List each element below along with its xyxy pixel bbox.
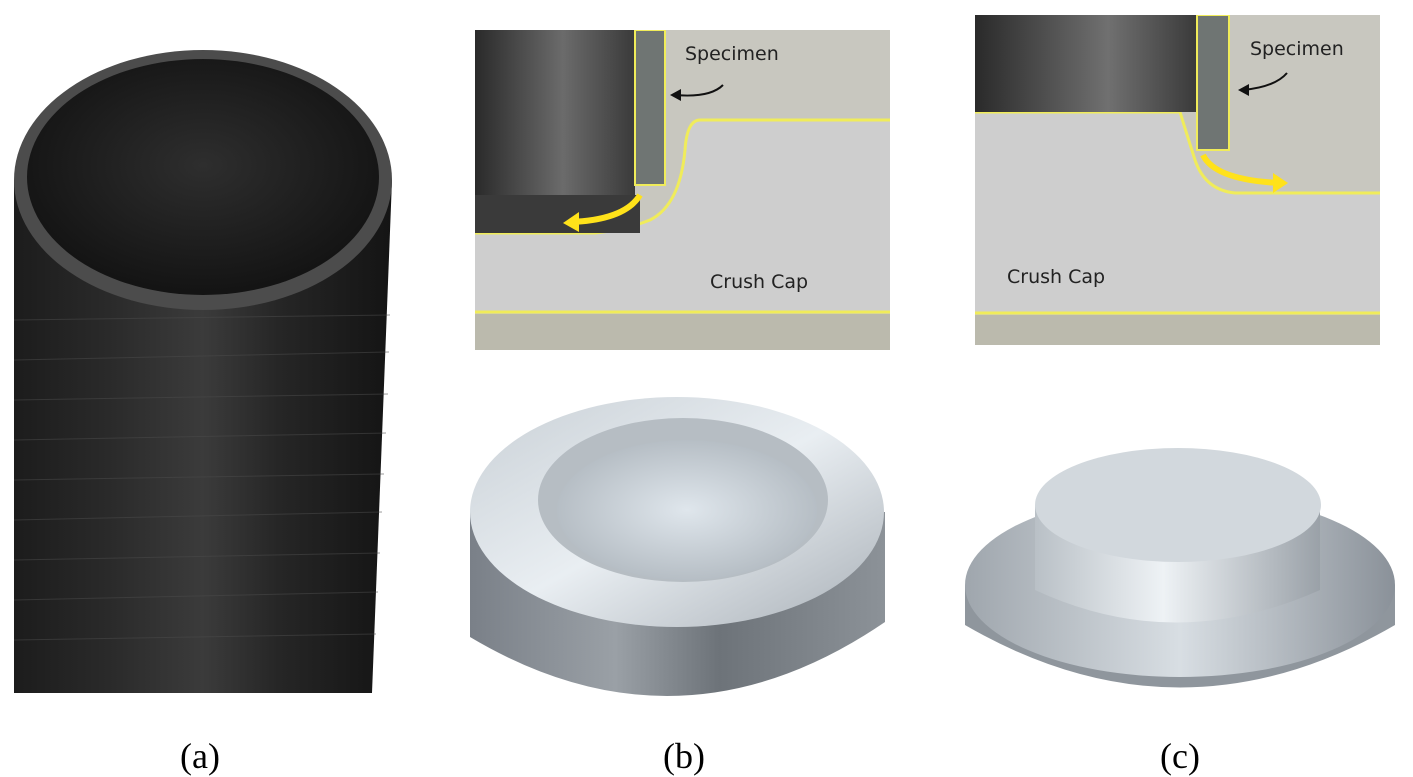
panel-a-tube-photo xyxy=(0,0,420,700)
caption-a: (a) xyxy=(180,736,220,776)
boss-cap-illustration xyxy=(965,448,1395,688)
panel-b-section-diagram: Specimen Crush Cap xyxy=(475,29,890,350)
caption-c: (c) xyxy=(1160,736,1200,776)
tube-illustration xyxy=(13,50,392,693)
panel-c-cap-photo xyxy=(960,440,1400,730)
label-b-specimen: Specimen xyxy=(685,43,779,65)
recessed-cap-illustration xyxy=(470,397,885,696)
section-b-svg: Specimen Crush Cap xyxy=(475,29,890,350)
label-c-crush-cap: Crush Cap xyxy=(1007,266,1105,288)
label-b-crush-cap: Crush Cap xyxy=(710,271,808,293)
panel-b-cap-photo xyxy=(465,382,895,722)
label-c-specimen: Specimen xyxy=(1250,38,1344,60)
section-c-svg: Specimen Crush Cap xyxy=(975,14,1380,345)
panel-c-section-diagram: Specimen Crush Cap xyxy=(975,14,1380,345)
caption-b: (b) xyxy=(663,736,705,776)
